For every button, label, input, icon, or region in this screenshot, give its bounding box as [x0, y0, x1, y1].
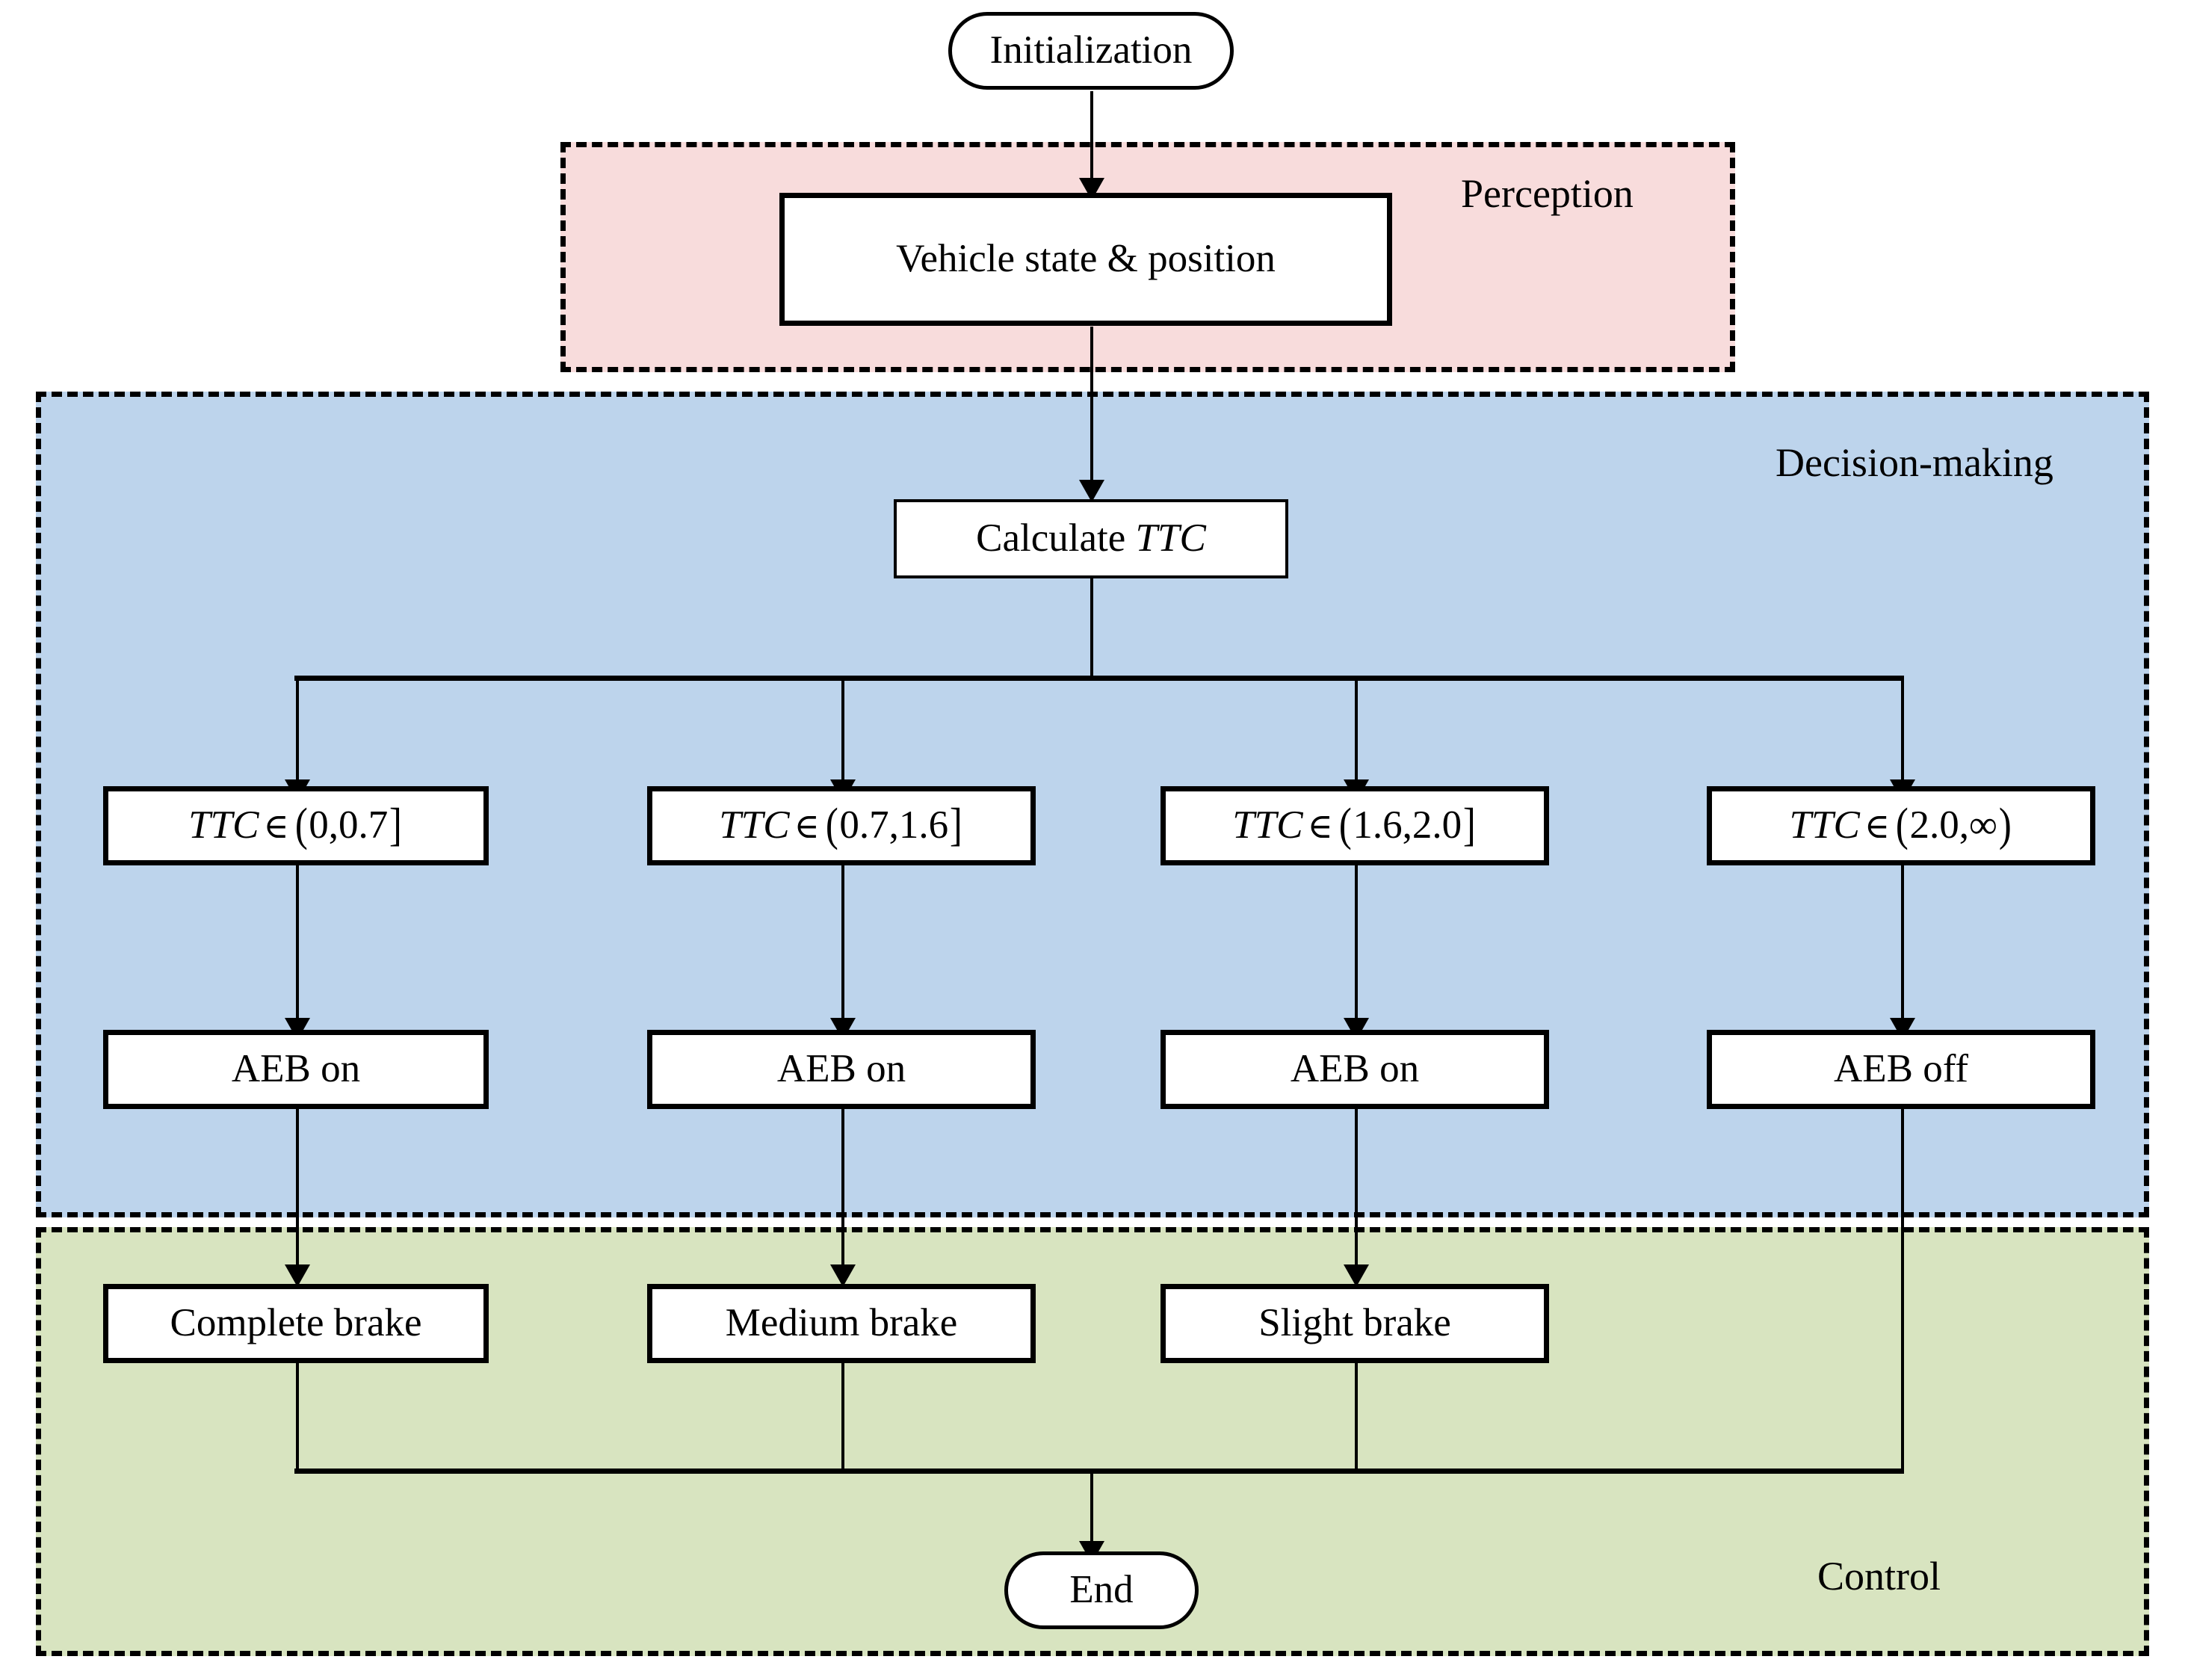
edge-start-to-perception	[1090, 91, 1093, 187]
node-slight-brake[interactable]: Slight brake	[1161, 1284, 1549, 1363]
edge-brake2-to-merge	[841, 1362, 844, 1472]
cond2-close-paren: ]	[949, 800, 962, 851]
node-aeb-on-3-label: AEB on	[1290, 1047, 1420, 1091]
cond4-open-paren: (	[1895, 800, 1909, 851]
cond2-relation: ∈	[794, 807, 820, 846]
edge-aeb3-to-brake3	[1355, 1108, 1358, 1271]
node-cond-ttc-2[interactable]: TTC∈(0.7,1.6]	[647, 786, 1036, 865]
cond2-low: 0.7	[839, 803, 889, 847]
edge-split-to-cond2	[841, 676, 844, 786]
node-end[interactable]: End	[1004, 1551, 1199, 1629]
arrowhead-brake2	[830, 1264, 856, 1287]
node-aeb-on-3[interactable]: AEB on	[1161, 1030, 1549, 1109]
edge-merge-to-end	[1090, 1469, 1093, 1552]
edge-cond4-to-aeb4	[1901, 865, 1904, 1025]
cond2-high: 1.6	[898, 803, 949, 847]
cond2-open-paren: (	[825, 800, 838, 851]
cond3-var: TTC	[1232, 803, 1303, 847]
arrowhead-calc	[1079, 480, 1104, 502]
edge-split-to-cond1	[296, 676, 299, 786]
edge-brake3-to-merge	[1355, 1362, 1358, 1472]
node-initialization[interactable]: Initialization	[948, 12, 1234, 90]
cond3-relation: ∈	[1307, 807, 1333, 846]
cond3-high: 2.0	[1412, 803, 1462, 847]
node-vehicle-state-position[interactable]: Vehicle state & position	[779, 193, 1392, 326]
node-aeb-on-2[interactable]: AEB on	[647, 1030, 1036, 1109]
node-calculate-ttc-var: TTC	[1135, 516, 1206, 560]
edge-perception-to-calc	[1090, 327, 1093, 506]
region-perception-label: Perception	[1461, 171, 1634, 216]
merge-bus-control	[294, 1469, 1904, 1474]
node-calculate-ttc-label: Calculate	[976, 516, 1126, 560]
edge-aeb4-to-merge	[1901, 1108, 1904, 1472]
cond3-low: 1.6	[1353, 803, 1403, 847]
node-slight-brake-label: Slight brake	[1258, 1301, 1451, 1345]
node-cond-ttc-3[interactable]: TTC∈(1.6,2.0]	[1161, 786, 1549, 865]
node-aeb-off-label: AEB off	[1833, 1047, 1969, 1091]
cond3-close-paren: ]	[1462, 800, 1476, 851]
arrowhead-brake1	[285, 1264, 310, 1287]
node-aeb-on-1[interactable]: AEB on	[103, 1030, 489, 1109]
cond1-relation: ∈	[263, 807, 289, 846]
cond1-var: TTC	[188, 803, 259, 847]
cond4-var: TTC	[1789, 803, 1860, 847]
edge-calc-to-split	[1090, 560, 1093, 680]
edge-cond1-to-aeb1	[296, 865, 299, 1025]
edge-split-to-cond3	[1355, 676, 1358, 786]
cond1-high: 0.7	[338, 803, 389, 847]
node-aeb-on-1-label: AEB on	[231, 1047, 361, 1091]
node-medium-brake[interactable]: Medium brake	[647, 1284, 1036, 1363]
cond1-open-paren: (	[294, 800, 308, 851]
cond2-var: TTC	[719, 803, 790, 847]
region-control-label: Control	[1817, 1554, 1941, 1599]
edge-cond3-to-aeb3	[1355, 865, 1358, 1025]
cond4-high: ∞	[1969, 803, 1997, 847]
node-medium-brake-label: Medium brake	[725, 1301, 958, 1345]
edge-split-to-cond4	[1901, 676, 1904, 786]
cond3-open-paren: (	[1338, 800, 1352, 851]
region-decision-making-label: Decision-making	[1775, 440, 2053, 485]
cond4-relation: ∈	[1864, 807, 1890, 846]
node-complete-brake-label: Complete brake	[170, 1301, 422, 1345]
node-vehicle-state-position-label: Vehicle state & position	[896, 237, 1276, 281]
arrowhead-brake3	[1344, 1264, 1369, 1287]
cond4-close-paren: )	[1998, 800, 2012, 851]
node-end-label: End	[1069, 1568, 1134, 1612]
edge-brake1-to-merge	[296, 1362, 299, 1472]
edge-aeb1-to-brake1	[296, 1108, 299, 1271]
split-bus-decision	[294, 676, 1904, 681]
cond1-close-paren: ]	[389, 800, 402, 851]
node-complete-brake[interactable]: Complete brake	[103, 1284, 489, 1363]
edge-cond2-to-aeb2	[841, 865, 844, 1025]
node-aeb-on-2-label: AEB on	[776, 1047, 906, 1091]
node-cond-ttc-4[interactable]: TTC∈(2.0,∞)	[1707, 786, 2095, 865]
cond1-low: 0	[309, 803, 329, 847]
node-initialization-label: Initialization	[989, 28, 1193, 72]
node-aeb-off[interactable]: AEB off	[1707, 1030, 2095, 1109]
edge-aeb2-to-brake2	[841, 1108, 844, 1271]
cond4-low: 2.0	[1909, 803, 1959, 847]
node-cond-ttc-1[interactable]: TTC∈(0,0.7]	[103, 786, 489, 865]
node-calculate-ttc[interactable]: Calculate TTC	[894, 499, 1288, 578]
